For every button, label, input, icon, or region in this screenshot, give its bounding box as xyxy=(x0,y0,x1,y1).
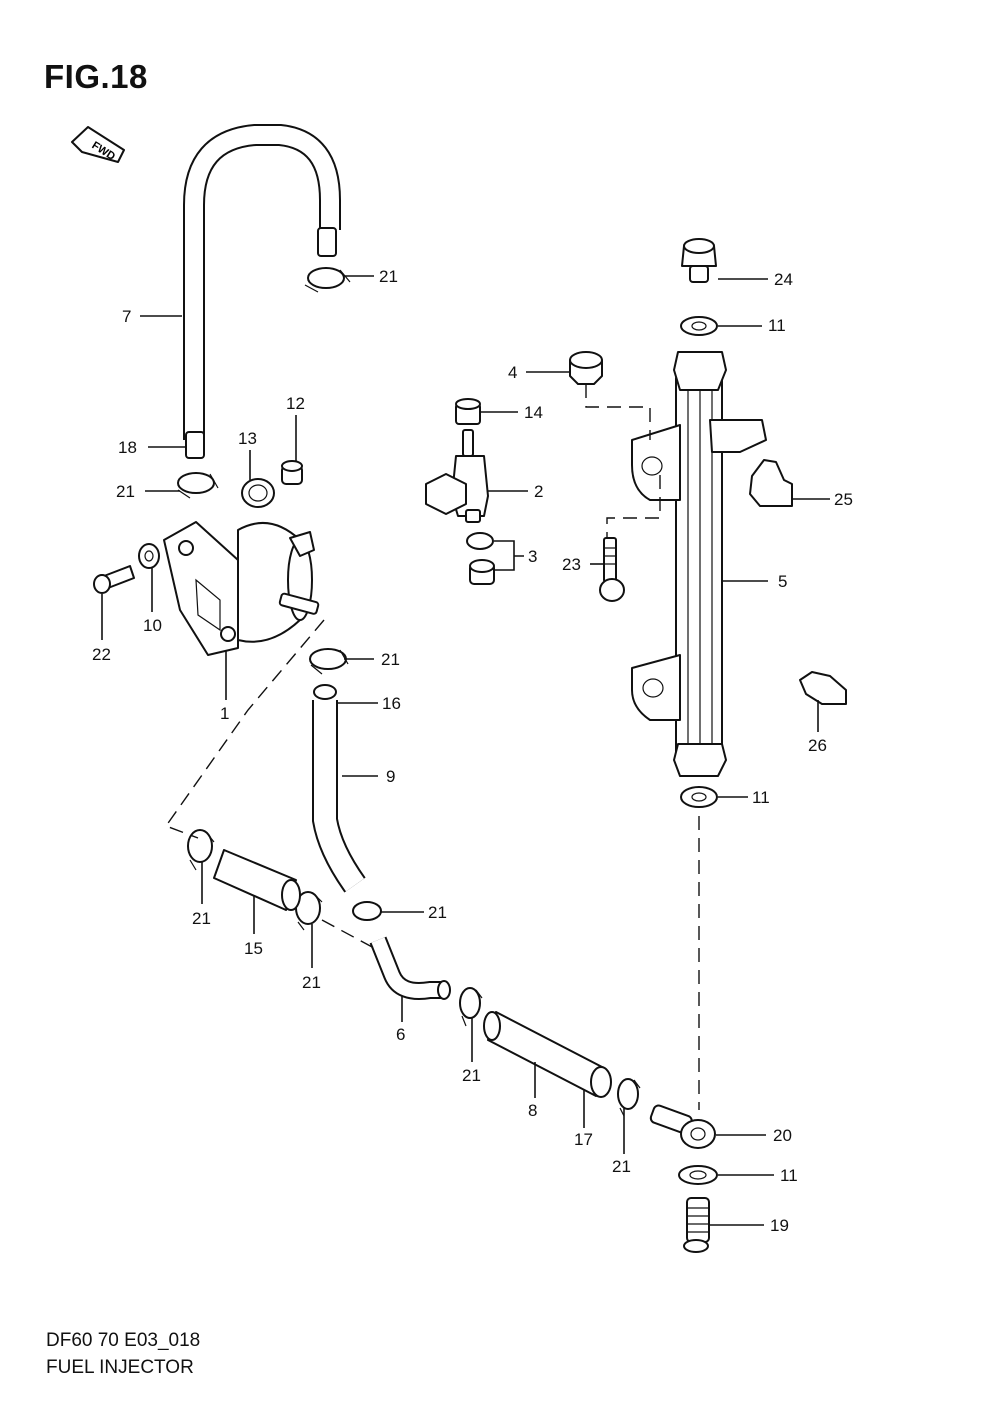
clamp-21-top xyxy=(304,267,351,293)
callout-21: 21 xyxy=(612,1157,631,1176)
hose-15 xyxy=(213,849,301,911)
banjo-20 xyxy=(649,1104,716,1149)
callout-23: 23 xyxy=(562,555,581,574)
washer-10 xyxy=(138,543,160,569)
plug-12 xyxy=(281,460,303,485)
callout-15: 15 xyxy=(244,939,263,958)
callout-14: 14 xyxy=(524,403,543,422)
callout-10: 10 xyxy=(143,616,162,635)
figure-title: FIG.18 xyxy=(44,58,148,95)
fuel-pump-1 xyxy=(163,521,320,656)
clip-25 xyxy=(749,459,793,507)
elbow-pipe-6 xyxy=(369,936,451,1000)
callout-26: 26 xyxy=(808,736,827,755)
clamp-21-hose9 xyxy=(352,901,382,921)
callout-20: 20 xyxy=(773,1126,792,1145)
callout-1: 1 xyxy=(220,704,229,723)
diagram-name: FUEL INJECTOR xyxy=(46,1357,194,1378)
bolt-23 xyxy=(599,537,625,602)
clip-26 xyxy=(799,671,847,705)
delivery-pipe-5 xyxy=(631,351,767,777)
callout-5: 5 xyxy=(778,572,787,591)
callout-3: 3 xyxy=(528,547,537,566)
cap-4 xyxy=(569,351,603,385)
callout-2: 2 xyxy=(534,482,543,501)
clamp-21-left xyxy=(177,472,219,499)
callout-19: 19 xyxy=(770,1216,789,1235)
washer-11-mid xyxy=(680,786,718,808)
fuel-injector-2 xyxy=(425,429,489,523)
callout-17: 17 xyxy=(574,1130,593,1149)
leader-lines xyxy=(101,275,830,1226)
clamp-21-pipe6 xyxy=(459,987,483,1027)
callout-21: 21 xyxy=(116,482,135,501)
callout-21: 21 xyxy=(462,1066,481,1085)
callout-22: 22 xyxy=(92,645,111,664)
hose-9 xyxy=(312,684,366,893)
callout-11: 11 xyxy=(752,788,770,807)
clamp-21-lower-left xyxy=(187,829,215,871)
callout-labels: 7 21 24 11 4 12 14 18 13 21 2 25 3 23 5 … xyxy=(92,267,853,1235)
callout-7: 7 xyxy=(122,307,131,326)
callout-16: 16 xyxy=(382,694,401,713)
callout-25: 25 xyxy=(834,490,853,509)
callout-21: 21 xyxy=(381,650,400,669)
hose-7 xyxy=(183,124,341,459)
diagram-code: DF60 70 E03_018 xyxy=(46,1330,201,1351)
callout-18: 18 xyxy=(118,438,137,457)
bolt-24 xyxy=(681,238,717,283)
callout-13: 13 xyxy=(238,429,257,448)
seal-14 xyxy=(455,398,481,425)
bolt-22 xyxy=(93,565,135,594)
callout-9: 9 xyxy=(386,767,395,786)
forward-arrow-icon: FWD xyxy=(71,126,125,163)
callout-11: 11 xyxy=(768,316,786,335)
callout-21: 21 xyxy=(192,909,211,928)
callout-12: 12 xyxy=(286,394,305,413)
hose-8 xyxy=(483,1011,612,1098)
bolt-19 xyxy=(683,1197,710,1253)
callout-8: 8 xyxy=(528,1101,537,1120)
washer-11-bottom xyxy=(678,1165,718,1185)
callout-11: 11 xyxy=(780,1166,798,1185)
callout-24: 24 xyxy=(774,270,793,289)
callout-4: 4 xyxy=(508,363,517,382)
callout-21: 21 xyxy=(379,267,398,286)
callout-21: 21 xyxy=(428,903,447,922)
callout-6: 6 xyxy=(396,1025,405,1044)
grommet-13 xyxy=(241,478,275,508)
callout-21: 21 xyxy=(302,973,321,992)
o-rings-3 xyxy=(466,532,495,585)
washer-11-top xyxy=(680,316,718,336)
clamp-21-pipe8 xyxy=(617,1078,641,1117)
clamp-21-mid xyxy=(309,648,349,675)
